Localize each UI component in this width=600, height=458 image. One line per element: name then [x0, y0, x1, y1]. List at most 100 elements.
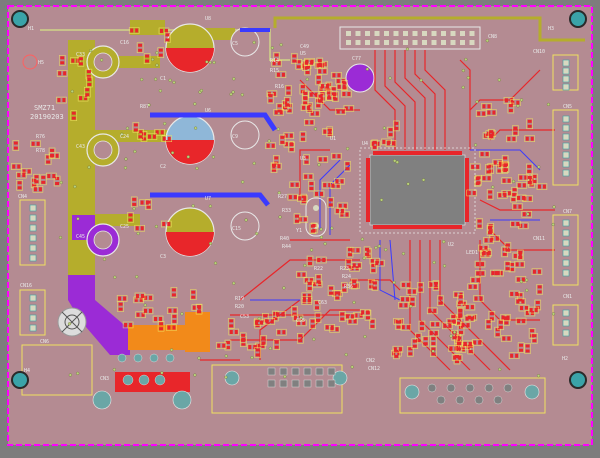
smd-part — [457, 308, 464, 319]
header-pin — [384, 40, 389, 45]
smd-part — [518, 304, 530, 312]
resistor-label: R40 — [280, 236, 289, 242]
smd-part — [130, 196, 138, 208]
connector-pin — [562, 309, 570, 317]
smd-part — [215, 342, 227, 349]
smd-part — [371, 280, 379, 291]
via — [346, 147, 350, 151]
resistor-label: R16 — [275, 84, 284, 90]
connector-pin — [29, 314, 37, 322]
header-pin — [355, 40, 361, 45]
connector-pins — [29, 59, 570, 337]
label-u4: U4 — [362, 141, 368, 147]
via — [255, 232, 259, 236]
connector-pin — [562, 160, 570, 168]
smd-part — [142, 307, 154, 315]
connector-pin — [562, 75, 570, 83]
smd-part — [247, 343, 258, 351]
via — [208, 60, 212, 65]
via — [313, 127, 318, 131]
smd-part — [143, 53, 151, 64]
smd-part — [334, 207, 346, 215]
header-pin — [393, 31, 399, 36]
via — [405, 47, 409, 51]
smd-part — [303, 59, 315, 66]
smd-part — [132, 122, 140, 133]
smd-part — [136, 42, 144, 54]
via — [551, 312, 556, 316]
via — [232, 281, 236, 285]
mounting-holes — [11, 10, 587, 389]
smd-part — [314, 312, 322, 324]
db-pin — [484, 383, 494, 393]
cap-label: C45 — [76, 234, 85, 240]
smd-part — [508, 290, 520, 298]
smd-part — [313, 299, 321, 311]
smd-part — [161, 220, 172, 228]
via — [374, 246, 378, 250]
header-pin — [441, 31, 446, 36]
cap-label: C16 — [120, 40, 129, 46]
header-pin — [431, 31, 437, 36]
smd-part — [289, 181, 300, 189]
via — [224, 375, 228, 379]
label-cn2: CN2 — [366, 358, 375, 364]
smd-part — [428, 329, 439, 337]
smd-part — [137, 129, 144, 140]
label-u5: U5 — [300, 51, 306, 57]
smd-part — [511, 186, 518, 198]
smd-part — [485, 164, 492, 175]
smd-part — [301, 296, 313, 303]
via — [276, 127, 280, 131]
smd-part — [487, 163, 494, 174]
via — [73, 185, 77, 189]
cap-label: C24 — [120, 134, 129, 140]
smd-part — [317, 156, 329, 163]
connector-pin — [29, 244, 37, 252]
smd-part — [254, 347, 261, 358]
smd-part — [486, 109, 497, 116]
cap-label: C53 — [240, 314, 249, 320]
smd-part — [430, 346, 437, 357]
smd-part — [516, 182, 528, 189]
smd-part — [275, 311, 286, 318]
via — [154, 77, 158, 81]
smd-part — [12, 140, 20, 151]
smd-part — [479, 150, 490, 158]
cap-label: C77 — [352, 56, 361, 62]
smd-part — [344, 160, 351, 172]
smd-part — [314, 62, 326, 69]
smd-part — [303, 154, 310, 165]
via — [229, 92, 233, 96]
smd-part — [524, 135, 536, 142]
header-pin — [469, 40, 475, 45]
smd-part — [134, 292, 146, 300]
resistor-label: R87 — [140, 104, 149, 110]
db-pin — [291, 367, 300, 376]
smd-part — [422, 335, 429, 347]
header-pin — [403, 31, 408, 36]
db-pin — [291, 379, 300, 388]
power-pin — [165, 353, 175, 363]
via — [310, 248, 314, 252]
header-pin — [441, 40, 446, 45]
via — [250, 356, 254, 360]
smd-part — [393, 120, 400, 132]
smd-part — [316, 256, 327, 264]
db-pin — [436, 395, 446, 405]
smd-part — [415, 332, 422, 344]
db-pin — [303, 367, 312, 376]
via — [89, 49, 93, 53]
power-pin — [122, 374, 134, 386]
via — [461, 68, 465, 73]
smd-part — [466, 189, 477, 197]
label-h2: H2 — [562, 356, 568, 362]
smd-part — [428, 281, 439, 288]
smd-part — [385, 140, 397, 147]
smd-part — [500, 314, 511, 321]
connector-pin — [29, 294, 37, 302]
cap-label: C2 — [160, 164, 166, 170]
header-pin — [412, 40, 418, 45]
cap-label: C1 — [160, 76, 166, 82]
via — [70, 89, 74, 93]
